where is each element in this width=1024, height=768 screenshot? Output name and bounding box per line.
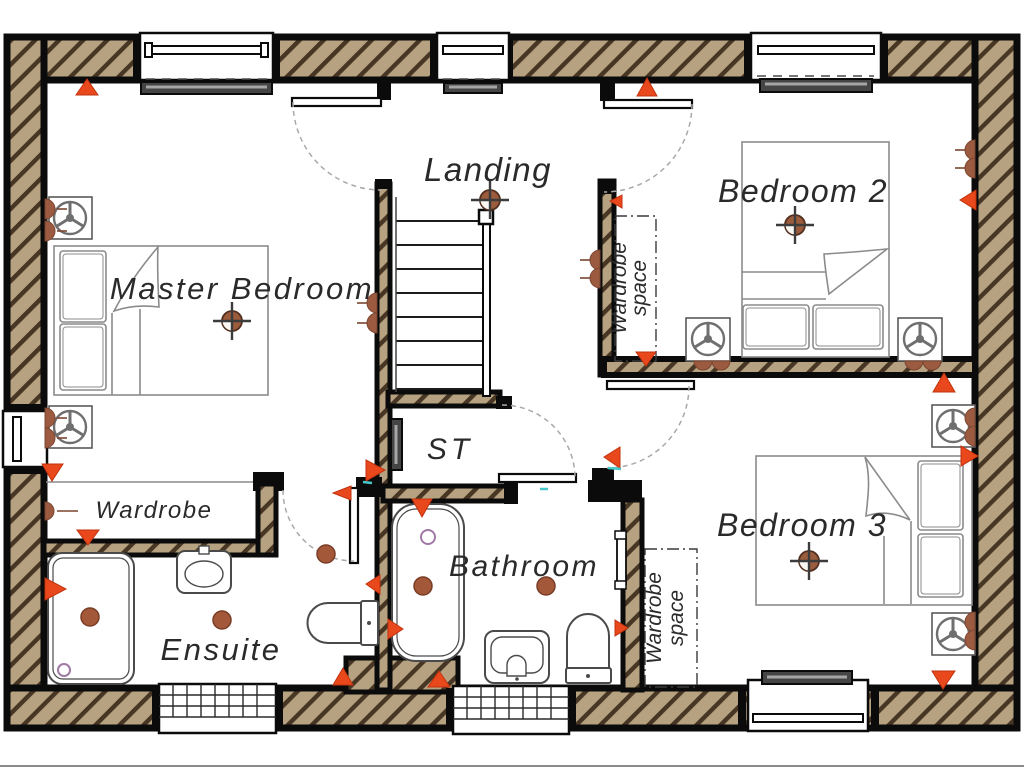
svg-text:Wardrobe: Wardrobe [608,242,631,334]
svg-text:Wardrobe: Wardrobe [643,572,666,664]
svg-text:Master Bedroom: Master Bedroom [110,271,374,306]
svg-text:space: space [628,260,651,316]
svg-text:space: space [665,590,688,646]
svg-text:Bedroom 2: Bedroom 2 [718,173,888,209]
svg-text:ST: ST [427,433,473,466]
svg-text:Ensuite: Ensuite [161,632,282,667]
svg-text:Bedroom 3: Bedroom 3 [717,507,887,543]
svg-text:Bathroom: Bathroom [449,550,599,583]
svg-text:Landing: Landing [424,151,552,188]
svg-text:Wardrobe: Wardrobe [96,497,213,524]
